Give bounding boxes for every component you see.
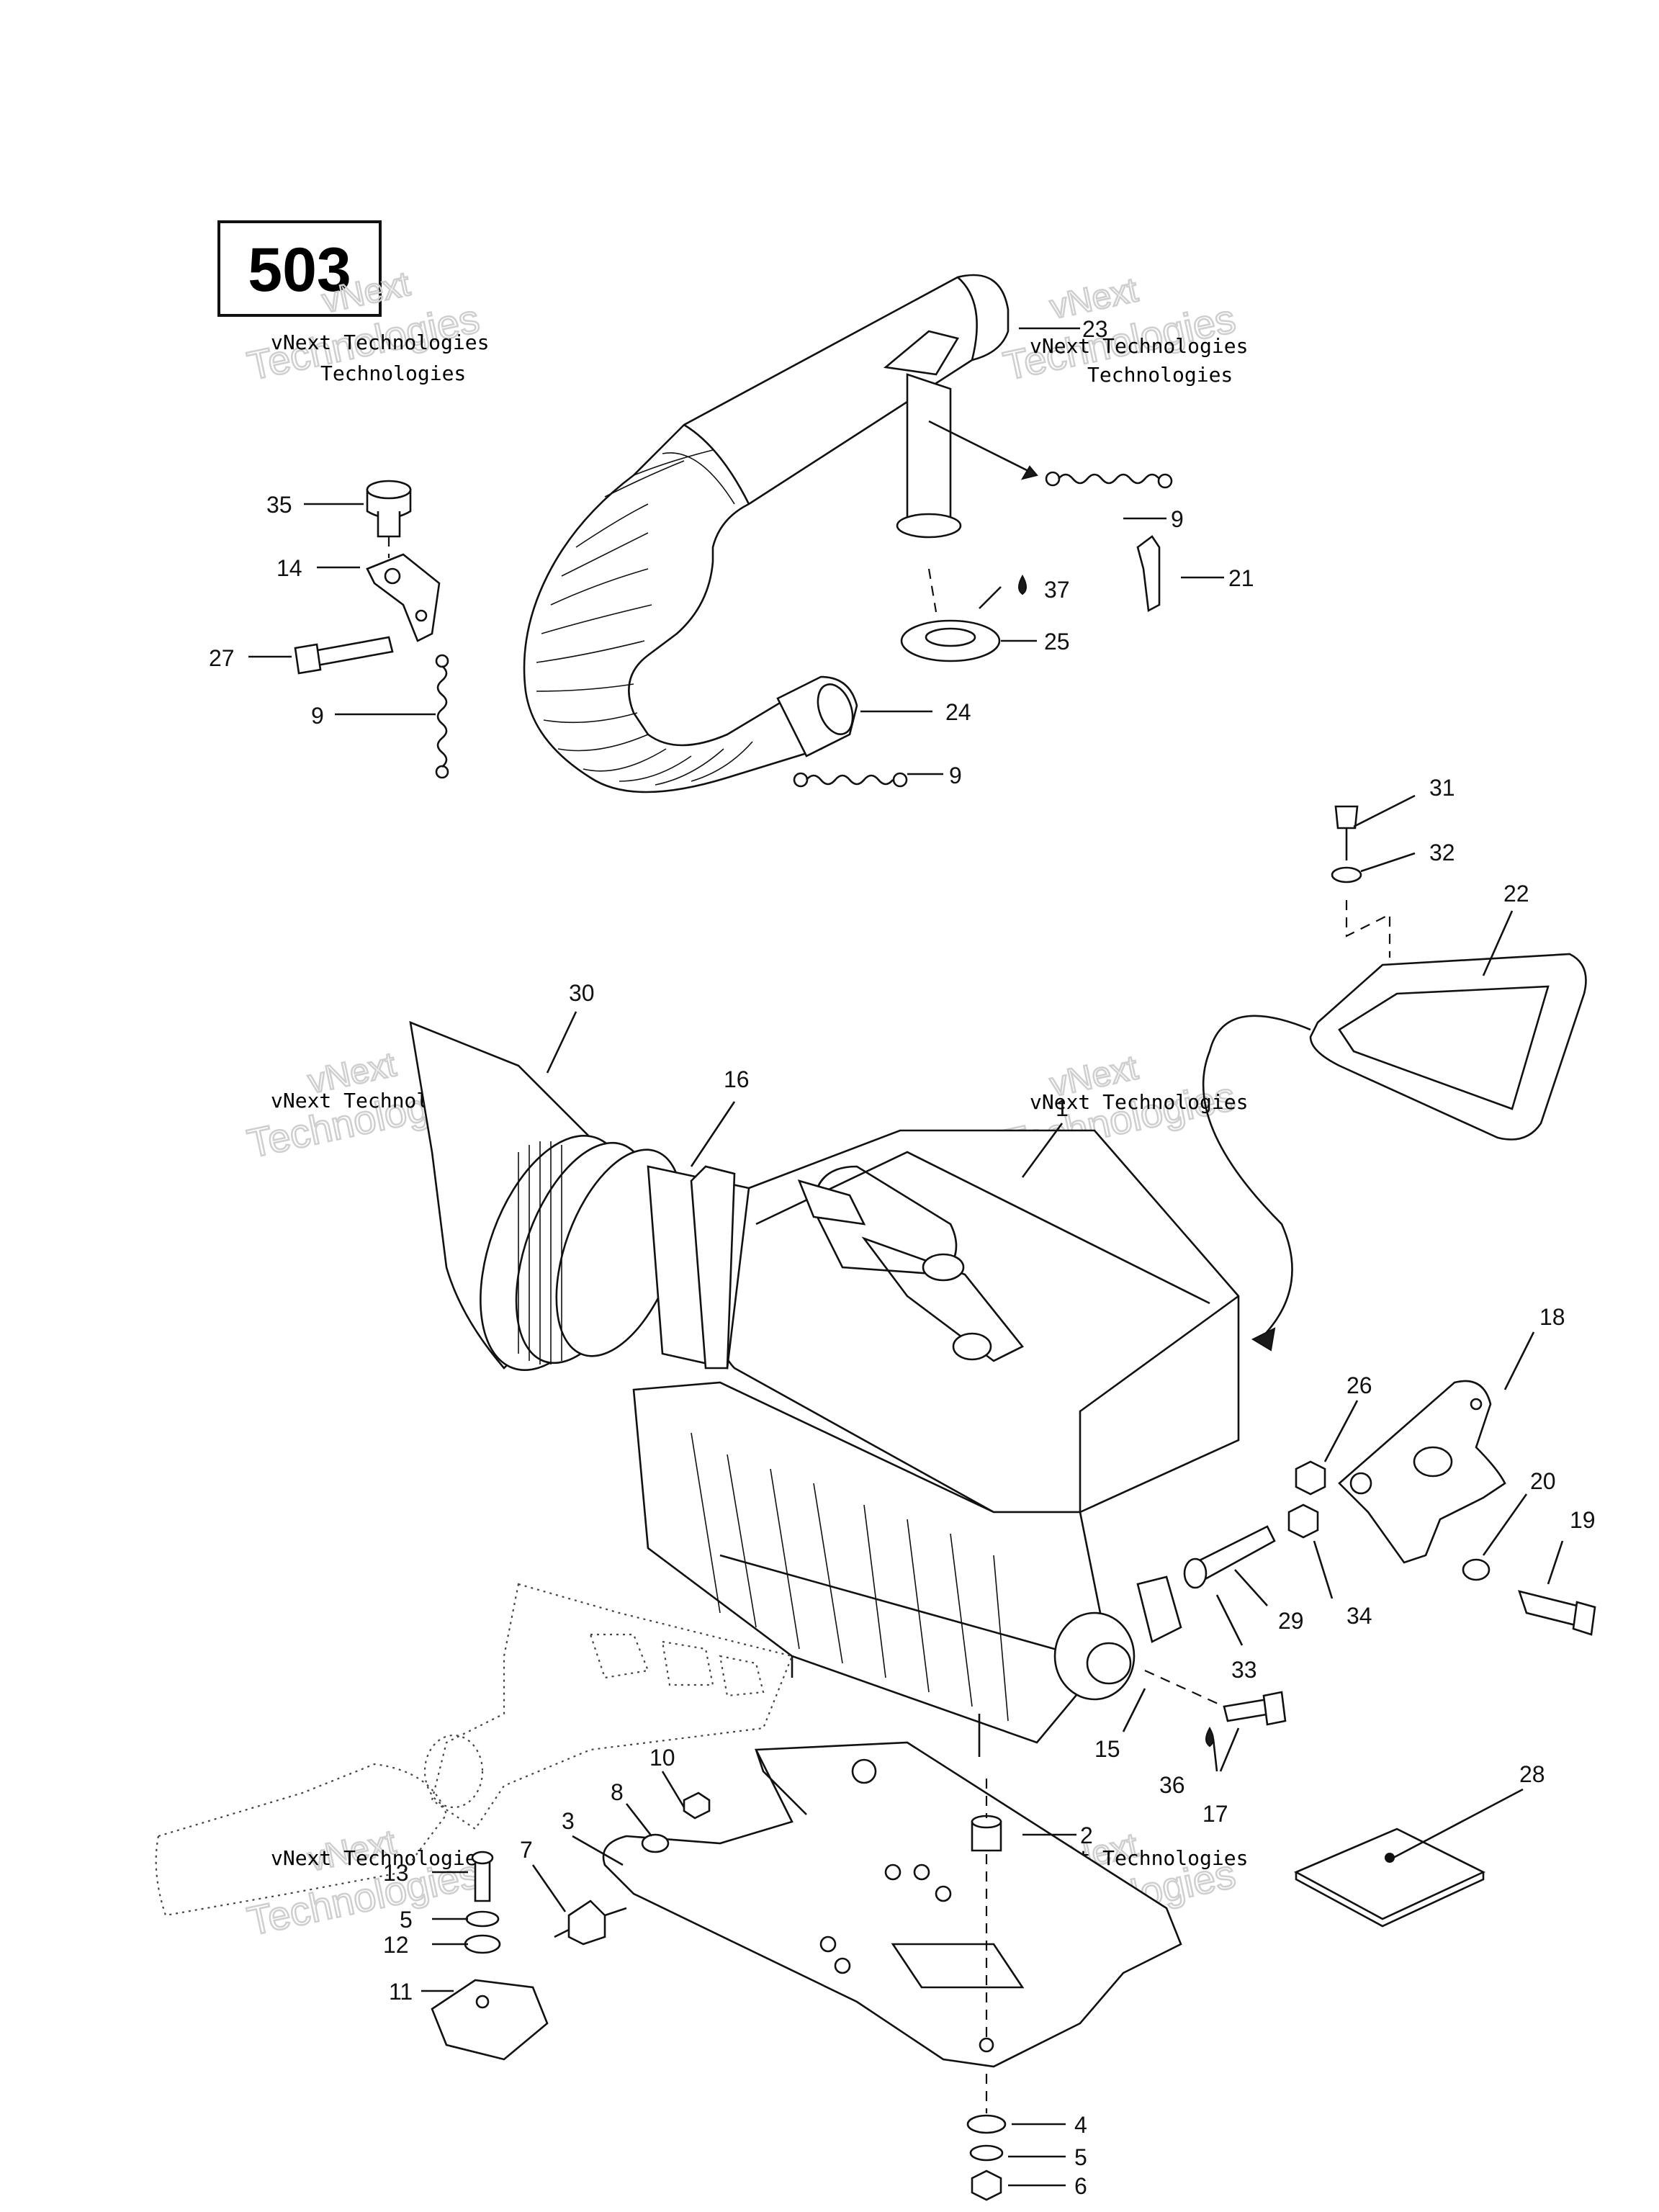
callout-34: 34	[1346, 1603, 1372, 1629]
callout-31: 31	[1429, 775, 1455, 801]
callout-1: 1	[1056, 1095, 1069, 1121]
bracket-18	[1338, 1380, 1506, 1564]
engine-support-plate	[602, 1741, 1182, 2068]
callout-14: 14	[276, 555, 302, 581]
bracket-assembly-left	[294, 480, 441, 675]
callout-21: 21	[1228, 565, 1254, 591]
decal-28	[1294, 1827, 1485, 1928]
watermark-text: Technologies	[320, 361, 466, 385]
watermark-text: vNext Technologies	[271, 1846, 489, 1870]
callout-11: 11	[389, 1979, 413, 2005]
callout-labels: 35 14 27 9 23 9 21 37 25 24 9 31 32 22 3…	[209, 316, 1596, 2199]
spring-9-left	[435, 654, 449, 779]
watermark-text: vNext Technologies	[271, 331, 489, 354]
watermark-text: vNext Technologies	[1030, 334, 1248, 358]
callout-9-left: 9	[311, 703, 324, 729]
hardware-right	[1136, 1460, 1596, 1748]
callout-27: 27	[209, 645, 235, 671]
spring-9-bottom	[793, 772, 908, 788]
callout-6: 6	[1074, 2173, 1087, 2199]
grommet-25	[900, 568, 1001, 662]
callout-25: 25	[1044, 629, 1070, 655]
callout-19: 19	[1570, 1507, 1596, 1533]
callout-26: 26	[1346, 1372, 1372, 1398]
callout-22: 22	[1503, 881, 1529, 907]
bracket-22	[1202, 805, 1587, 1352]
callout-7: 7	[520, 1837, 533, 1863]
callout-32: 32	[1429, 840, 1455, 866]
callout-37: 37	[1044, 577, 1070, 603]
leader-lines	[248, 327, 1564, 2187]
exhaust-pipe	[523, 274, 1010, 793]
callout-35: 35	[266, 492, 292, 518]
lower-hardware-stack	[966, 2114, 1007, 2201]
callout-2: 2	[1080, 1822, 1093, 1848]
callout-3: 3	[562, 1808, 575, 1834]
callout-5-bottom: 5	[1074, 2144, 1087, 2170]
callout-23: 23	[1082, 316, 1108, 342]
callout-20: 20	[1530, 1468, 1556, 1494]
reference-manifold-outline	[155, 1583, 793, 1917]
callout-8: 8	[611, 1779, 624, 1805]
callout-4: 4	[1074, 2112, 1087, 2138]
diagram-number-box: 503	[217, 220, 382, 317]
callout-12: 12	[383, 1932, 409, 1958]
callout-5-left: 5	[400, 1907, 413, 1933]
callout-33: 33	[1231, 1657, 1257, 1683]
callout-29: 29	[1278, 1608, 1304, 1634]
engine-assembly	[409, 1020, 1240, 1757]
callout-18: 18	[1539, 1304, 1565, 1330]
watermark-text: Technologies	[1087, 363, 1233, 387]
callout-15: 15	[1094, 1736, 1120, 1762]
callout-9-bottom: 9	[949, 763, 962, 788]
watermark-bottom-left: vNext Technologies	[243, 1822, 484, 1945]
callout-17: 17	[1202, 1801, 1228, 1827]
callout-24: 24	[945, 699, 971, 725]
clip-21	[1136, 535, 1161, 613]
callout-30: 30	[569, 980, 595, 1006]
watermark-text: vNext Technologies	[1030, 1090, 1248, 1114]
rubber-mount-2	[971, 1779, 1002, 2113]
mount-hardware-left	[431, 1791, 711, 2061]
callout-36: 36	[1159, 1772, 1185, 1798]
diagram-number: 503	[248, 235, 351, 305]
callout-13: 13	[383, 1860, 409, 1886]
callout-10: 10	[649, 1745, 675, 1771]
callout-9-top: 9	[1171, 506, 1184, 532]
callout-28: 28	[1519, 1761, 1545, 1787]
spring-9-top	[1045, 471, 1173, 489]
callout-16: 16	[724, 1066, 750, 1092]
